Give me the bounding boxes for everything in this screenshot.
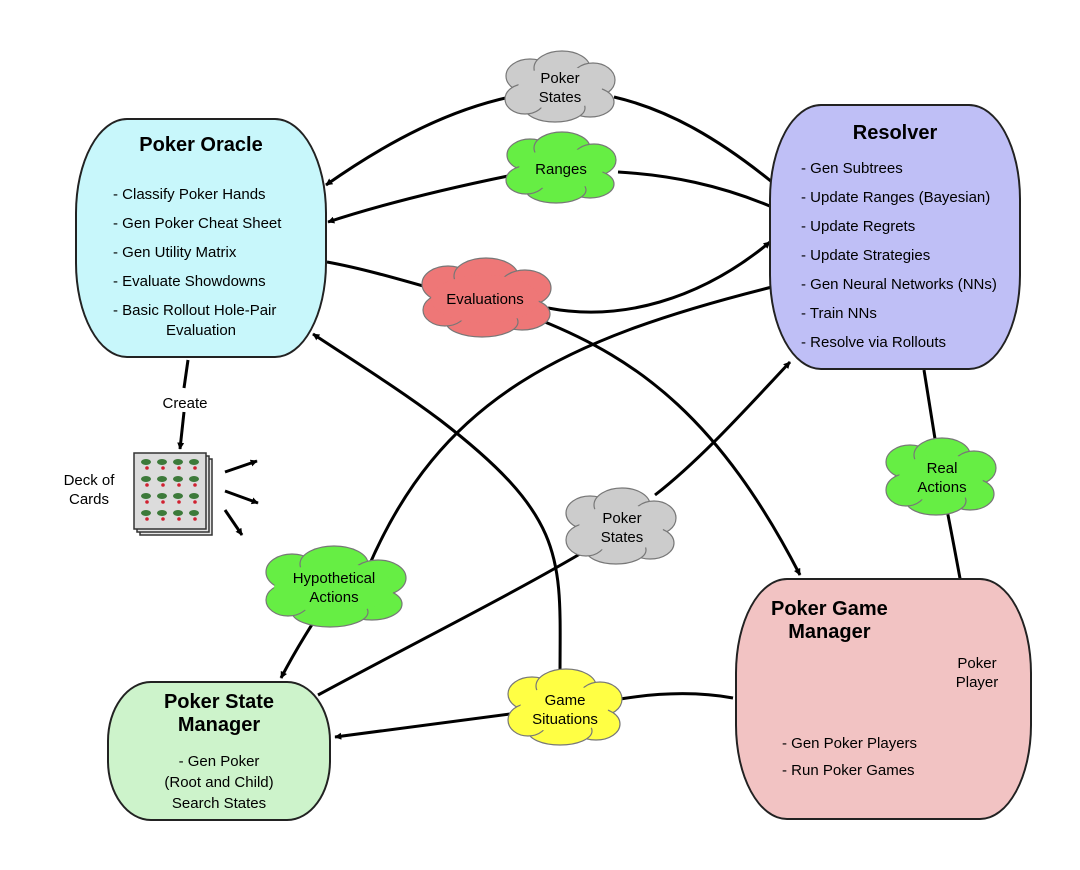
poker-oracle-item-continuation: Evaluation xyxy=(165,322,237,339)
connector-oracle-to-evaluations xyxy=(326,260,431,290)
cloud-poker-states-mid xyxy=(565,487,677,565)
connector-state-manager-to-poker-states xyxy=(317,546,591,697)
cloud-label-evaluations: Evaluations xyxy=(446,290,524,308)
connector-resolver-to-poker-states xyxy=(613,95,773,184)
list-item: - Update Regrets xyxy=(801,218,916,235)
resolver-title: Resolver xyxy=(852,122,938,144)
connector-evaluations-to-game-manager xyxy=(539,318,802,576)
deck-arrow-3 xyxy=(223,509,244,536)
deck-arrow-2 xyxy=(224,489,259,505)
list-item: - Gen Utility Matrix xyxy=(113,244,237,261)
cloud-label-poker-states-mid: Poker States xyxy=(600,510,644,546)
list-item: - Run Poker Games xyxy=(782,762,915,779)
cloud-real-actions xyxy=(885,437,997,516)
description-line: - Gen Poker xyxy=(178,753,260,770)
resolver-list: - Gen Subtrees - Update Ranges (Bayesian… xyxy=(801,154,997,357)
poker-game-manager-title: Poker Game Manager xyxy=(771,598,888,643)
cloud-label-poker-states-top: Poker States xyxy=(538,70,582,106)
create-label: Create xyxy=(162,395,208,412)
cloud-label-ranges: Ranges xyxy=(535,160,587,178)
deck-of-cards-label: Deck of Cards xyxy=(63,472,115,508)
deck-of-cards-icon xyxy=(133,452,213,536)
connector-game-situations-to-state-manager xyxy=(334,712,511,740)
cloud-hypothetical-actions xyxy=(265,545,407,628)
list-item: - Train NNs xyxy=(801,305,877,322)
deck-arrow-1 xyxy=(224,459,258,474)
connector-oracle-create xyxy=(182,359,190,389)
poker-oracle-title: Poker Oracle xyxy=(139,134,263,156)
list-item: - Resolve via Rollouts xyxy=(801,334,947,351)
list-item: - Update Ranges (Bayesian) xyxy=(801,189,991,206)
list-item: - Gen Subtrees xyxy=(801,160,903,177)
description-line: (Root and Child) xyxy=(164,774,274,791)
poker-state-manager-box: Poker State Manager - Gen Poker (Root an… xyxy=(107,681,331,821)
list-item: - Evaluate Showdowns xyxy=(113,273,266,290)
poker-state-manager-title: Poker State Manager xyxy=(163,691,275,736)
list-item: - Gen Poker Players xyxy=(782,735,918,752)
cloud-label-hypothetical-actions: Hypothetical Actions xyxy=(292,570,376,606)
poker-game-manager-list: - Gen Poker Players - Run Poker Games xyxy=(782,730,917,784)
list-item: - Update Strategies xyxy=(801,247,931,264)
connector-ranges-to-oracle xyxy=(327,174,509,224)
connector-evaluations-to-resolver xyxy=(547,240,771,314)
poker-oracle-list: - Classify Poker Hands - Gen Poker Cheat… xyxy=(113,180,281,325)
connector-poker-states-to-resolver xyxy=(654,360,792,497)
connector-game-situations-to-oracle xyxy=(312,332,562,679)
list-item: - Basic Rollout Hole-Pair xyxy=(113,302,277,319)
list-item: - Classify Poker Hands xyxy=(113,186,266,203)
connector-resolver-to-hypothetical xyxy=(366,285,773,569)
poker-oracle-box: Poker Oracle - Classify Poker Hands - Ge… xyxy=(75,118,327,358)
cloud-evaluations xyxy=(421,257,552,338)
cloud-ranges xyxy=(505,131,617,204)
description-line: Search States xyxy=(171,795,267,812)
connector-resolver-to-real-actions xyxy=(922,369,938,446)
list-item: - Gen Poker Cheat Sheet xyxy=(113,215,282,232)
connector-create-to-deck xyxy=(177,411,186,450)
list-item: - Gen Neural Networks (NNs) xyxy=(801,276,997,293)
cloud-label-game-situations: Game Situations xyxy=(532,692,598,728)
poker-state-manager-description: - Gen Poker (Root and Child) Search Stat… xyxy=(109,751,329,814)
resolver-box: Resolver - Gen Subtrees - Update Ranges … xyxy=(769,104,1021,370)
cloud-poker-states-top xyxy=(504,50,616,123)
connector-game-manager-to-game-situations xyxy=(613,692,734,702)
poker-player-label: Poker Player xyxy=(955,655,999,691)
connector-resolver-to-ranges xyxy=(617,170,773,209)
poker-game-manager-box: Poker Game Manager - Gen Poker Players -… xyxy=(735,578,1032,820)
cloud-label-real-actions: Real Actions xyxy=(917,460,967,496)
connector-poker-states-to-oracle xyxy=(325,95,511,187)
cloud-game-situations xyxy=(507,668,623,746)
